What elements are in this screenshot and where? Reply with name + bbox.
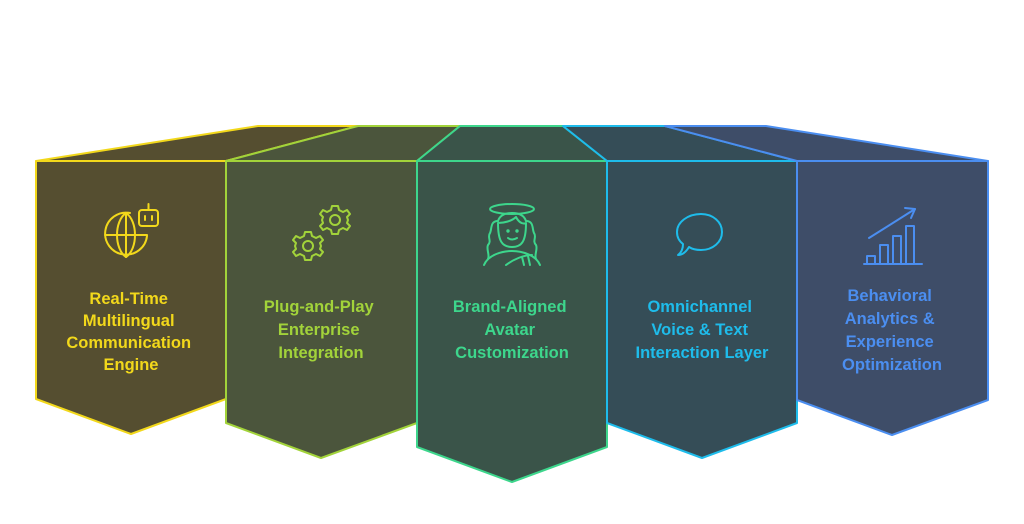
panel-label-line: Integration xyxy=(278,344,363,362)
globe-robot-icon xyxy=(104,203,159,258)
panel-front-face xyxy=(225,160,418,459)
angel-avatar-icon xyxy=(483,203,541,266)
panel-label: Omnichannel Voice & Text Interaction Lay… xyxy=(636,298,770,362)
panel-label-line: Brand-Aligned xyxy=(453,298,567,316)
panel-label-line: Multilingual xyxy=(83,312,175,330)
panel-label-line: Behavioral xyxy=(848,287,932,305)
panel-label: Brand-Aligned Avatar Customization xyxy=(453,298,571,362)
panel-behavioral-analytics: Behavioral Analytics & Experience Optimi… xyxy=(664,125,989,436)
panel-label: Behavioral Analytics & Experience Optimi… xyxy=(842,287,942,374)
panel-label-line: Communication xyxy=(66,334,191,352)
panel-label-line: Engine xyxy=(103,356,158,374)
growth-chart-icon xyxy=(863,207,923,265)
panel-label-line: Real-Time xyxy=(89,290,168,308)
panel-label-line: Plug-and-Play xyxy=(264,298,375,316)
panel-real-time-multilingual: Real-Time Multilingual Communication Eng… xyxy=(35,125,359,435)
gears-icon xyxy=(292,205,351,261)
panel-front-face xyxy=(606,160,798,459)
panel-label-line: Voice & Text xyxy=(651,321,748,339)
speech-bubble-icon xyxy=(676,213,723,256)
panel-plug-and-play: Plug-and-Play Enterprise Integration xyxy=(225,125,461,459)
panel-brand-aligned-avatar: Brand-Aligned Avatar Customization xyxy=(416,125,608,483)
gear-icon xyxy=(292,231,324,261)
panel-front-face xyxy=(35,160,227,435)
gear-icon xyxy=(319,205,351,235)
panel-label-line: Analytics & xyxy=(845,310,935,328)
panel-label: Real-Time Multilingual Communication Eng… xyxy=(66,290,195,374)
panel-label-line: Optimization xyxy=(842,356,942,374)
panel-label-line: Customization xyxy=(455,344,569,362)
panel-label: Plug-and-Play Enterprise Integration xyxy=(264,298,379,362)
panel-label-line: Experience xyxy=(846,333,934,351)
panel-label-line: Avatar xyxy=(484,321,535,339)
panel-label-line: Omnichannel xyxy=(647,298,752,316)
panel-front-face xyxy=(416,160,608,483)
panel-omnichannel-voice-text: Omnichannel Voice & Text Interaction Lay… xyxy=(562,125,798,459)
panel-front-face xyxy=(796,160,989,436)
panel-label-line: Interaction Layer xyxy=(636,344,770,362)
panel-label-line: Enterprise xyxy=(278,321,360,339)
